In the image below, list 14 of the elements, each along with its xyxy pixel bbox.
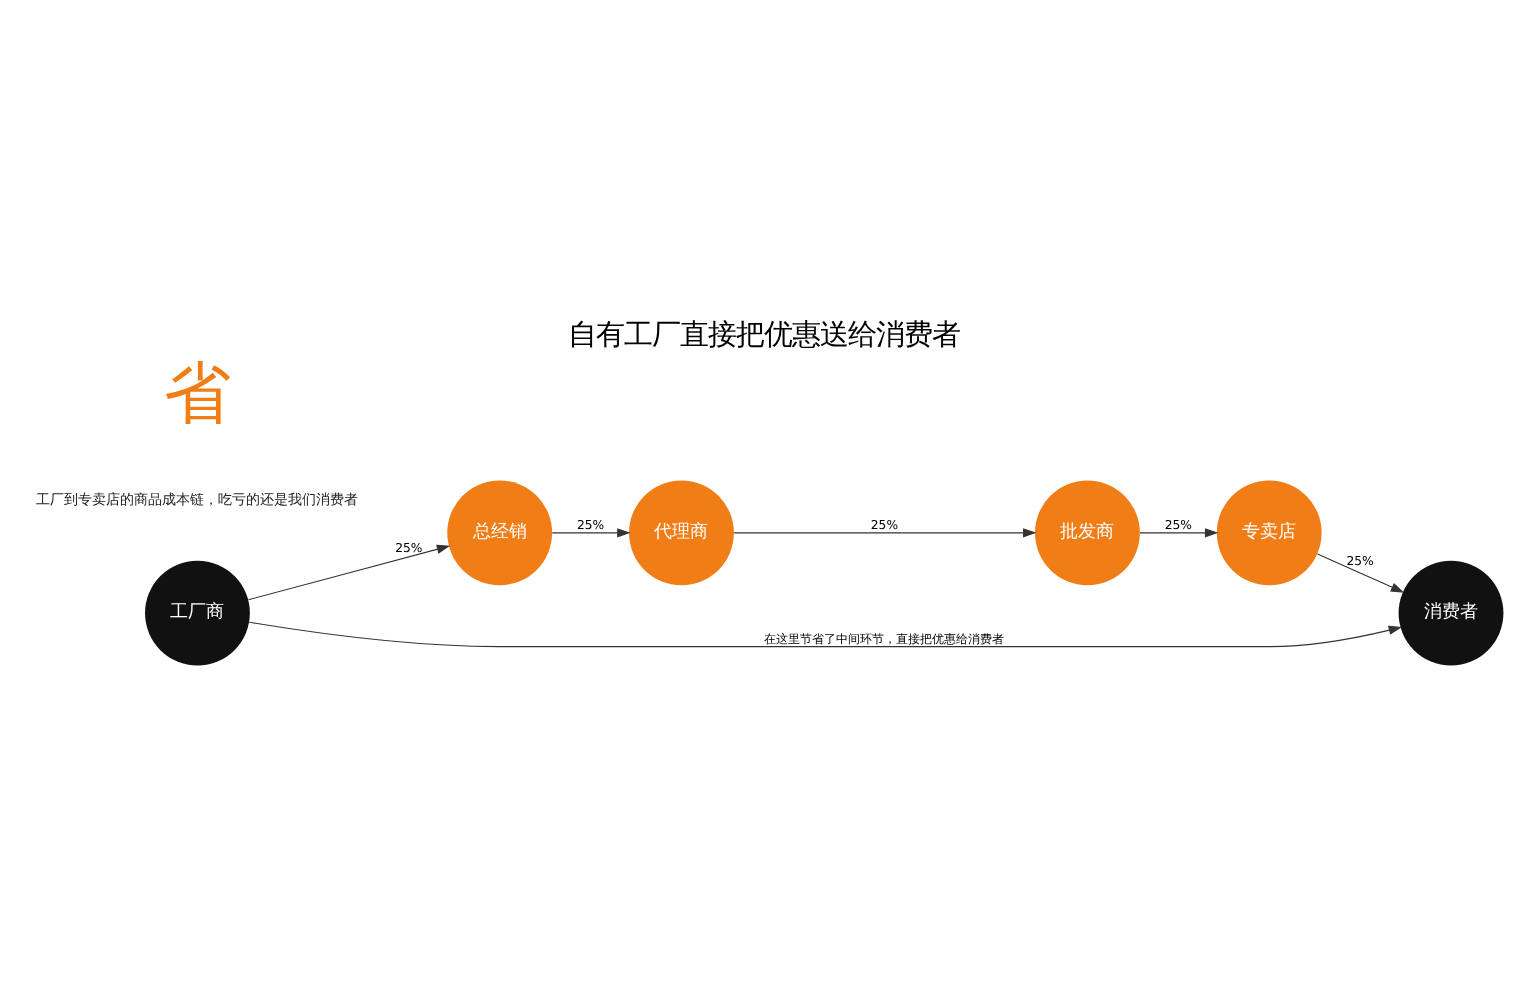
arrow bbox=[733, 528, 1037, 538]
diagram-title: 自有工厂直接把优惠送给消费者 bbox=[568, 320, 960, 353]
arrow bbox=[248, 621, 1403, 648]
arrow bbox=[1139, 528, 1219, 538]
node-circle: 批发商 bbox=[1035, 480, 1140, 586]
node-circle: 总经销 bbox=[447, 480, 553, 586]
arrow bbox=[247, 544, 451, 601]
node-circle: 代理商 bbox=[629, 480, 734, 586]
node-circle: 专卖店 bbox=[1216, 480, 1322, 586]
label: 省 bbox=[164, 353, 231, 432]
node-circle: 工厂商 bbox=[145, 560, 250, 666]
node-circle: 消费者 bbox=[1398, 560, 1504, 666]
arrow bbox=[1316, 553, 1405, 593]
arrow bbox=[551, 528, 631, 538]
